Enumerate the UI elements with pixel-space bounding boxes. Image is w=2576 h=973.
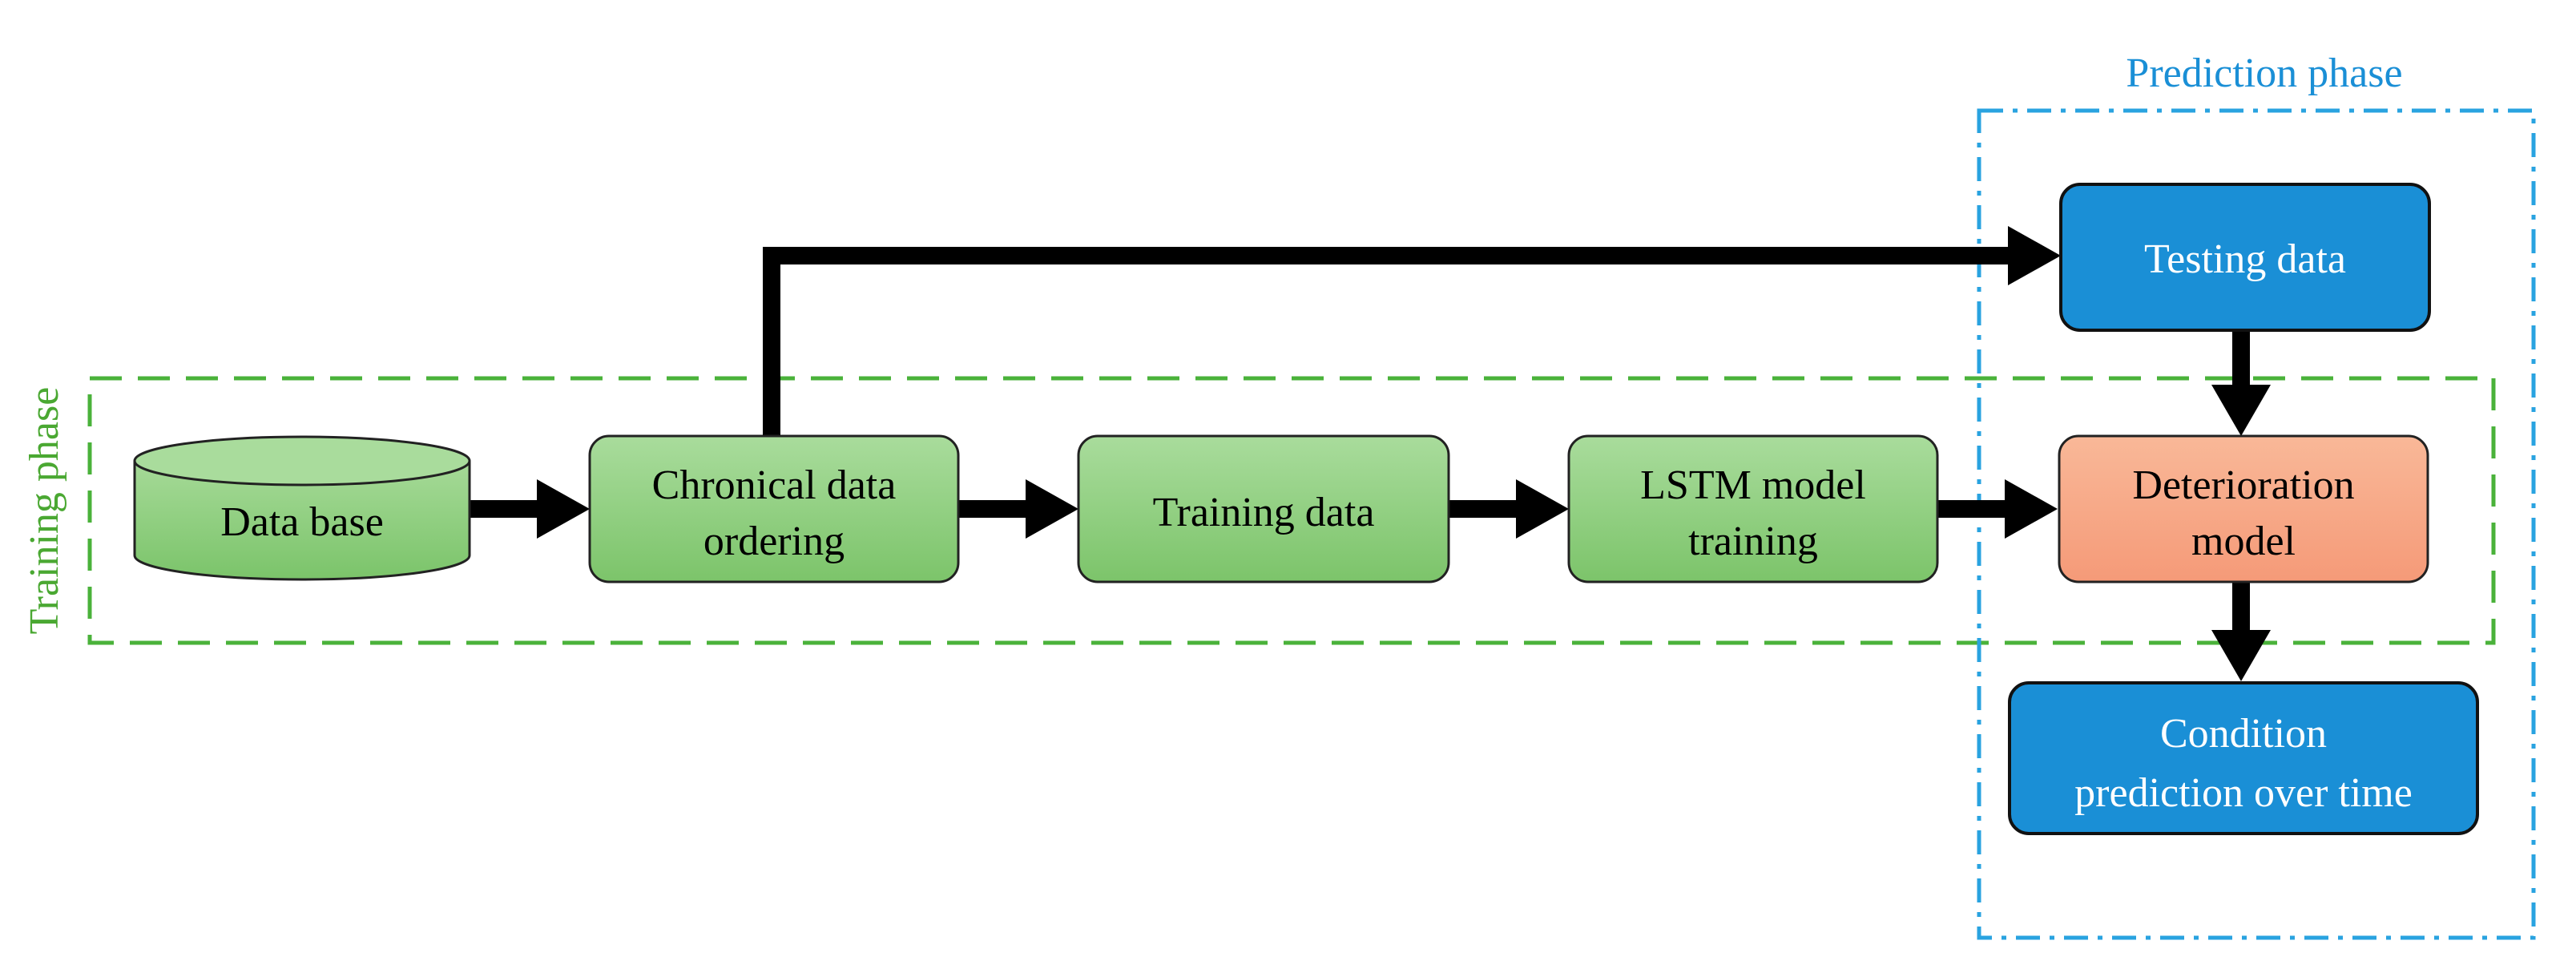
- condition-label-line2: prediction over time: [2074, 770, 2413, 816]
- lstm-label-line1: LSTM model: [1640, 462, 1866, 508]
- arrow-chronical-to-training-head: [1026, 479, 1078, 539]
- testing-data-label: Testing data: [2144, 236, 2346, 282]
- training-phase-label: Training phase: [22, 387, 67, 635]
- arrows: [470, 226, 2271, 681]
- training-data-node: Training data: [1077, 434, 1450, 583]
- deterioration-node: Deterioration model: [2058, 434, 2429, 583]
- arrow-lstm-to-deterioration-head: [2005, 479, 2058, 539]
- prediction-phase-label: Prediction phase: [2126, 50, 2402, 96]
- arrow-deterioration-to-condition-shaft: [2232, 582, 2250, 632]
- testing-data-node: Testing data: [2059, 183, 2431, 332]
- arrow-training-to-lstm-shaft: [1449, 500, 1518, 518]
- arrow-deterioration-to-condition-head: [2211, 630, 2271, 681]
- training-data-label: Training data: [1153, 490, 1375, 535]
- database-top: [133, 435, 471, 486]
- arrow-chronical-to-training-shaft: [958, 500, 1027, 518]
- condition-node: Condition prediction over time: [2008, 681, 2479, 835]
- arrow-testing-to-deterioration-head: [2211, 385, 2271, 436]
- arrow-chronical-up-shaft: [763, 247, 780, 436]
- database-node: Data base: [133, 435, 471, 581]
- condition-label-line1: Condition: [2160, 711, 2327, 757]
- training-phase-frame: [87, 376, 2496, 645]
- chronical-label-line1: Chronical data: [652, 462, 897, 508]
- lstm-node: LSTM model training: [1567, 434, 1939, 583]
- deterioration-label-line1: Deterioration: [2132, 462, 2354, 508]
- database-body: [133, 461, 471, 581]
- chronical-node: Chronical data ordering: [588, 434, 960, 583]
- arrow-chronical-over-shaft: [763, 247, 2010, 264]
- lstm-label-line2: training: [1688, 519, 1818, 564]
- arrow-to-testing-head: [2008, 226, 2061, 285]
- chronical-label-line2: ordering: [703, 519, 845, 564]
- database-label: Data base: [220, 499, 384, 545]
- prediction-phase-frame: [1977, 108, 2536, 940]
- arrow-db-to-chronical-head: [537, 479, 590, 539]
- arrow-lstm-to-deterioration-shaft: [1937, 500, 2006, 518]
- arrow-training-to-lstm-head: [1516, 479, 1569, 539]
- deterioration-label-line2: model: [2191, 519, 2296, 564]
- arrow-db-to-chronical-shaft: [470, 500, 538, 518]
- arrow-testing-to-deterioration-shaft: [2232, 330, 2250, 386]
